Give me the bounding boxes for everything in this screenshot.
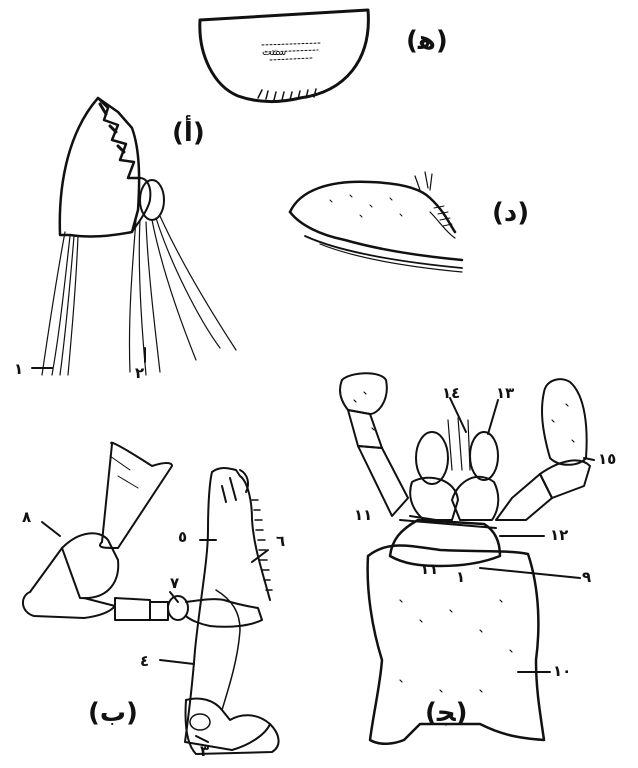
labium-drawing bbox=[340, 373, 594, 744]
labrum-drawing bbox=[200, 10, 369, 102]
side-view-drawing bbox=[290, 172, 462, 272]
maxilla-drawing bbox=[23, 443, 279, 754]
mandible-drawing bbox=[32, 98, 236, 375]
